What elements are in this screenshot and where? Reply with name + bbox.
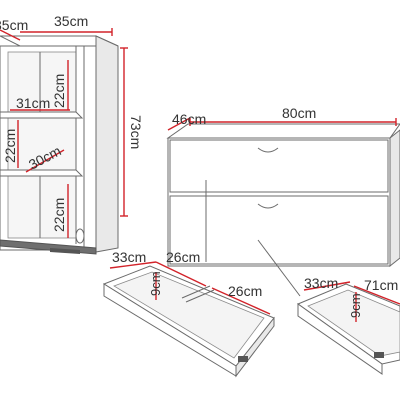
shelf-board-lower <box>0 169 84 177</box>
drawer-left-width-a-label: 26cm <box>166 249 200 265</box>
dim-line-drawer-left-width-b <box>211 287 271 315</box>
dim-line-drawer-right-width <box>353 285 400 305</box>
dim-line-dresser-depth <box>167 117 191 131</box>
drawer-right-height-label: 9cm <box>348 293 363 318</box>
shelf-side-panel <box>95 35 119 253</box>
drawer-left-divider <box>181 285 211 299</box>
dim-line-drawer-left-depth <box>109 261 157 269</box>
drawer-right: 33cm 71cm 9cm <box>296 275 400 375</box>
shelf-door <box>83 45 97 251</box>
dresser-depth-label: 46cm <box>172 111 206 127</box>
drawer-right-handle-icon <box>374 352 384 358</box>
drawer-right-depth-label: 33cm <box>304 275 338 291</box>
dim-line-drawer-left-width-a <box>155 261 207 287</box>
shelf-width-label: 35cm <box>54 13 88 29</box>
drawer-left-handle-icon <box>238 356 248 362</box>
drawer-left-width-b-label: 26cm <box>228 283 262 299</box>
drawer-handle-icon <box>257 147 279 153</box>
dresser-drawer-lower <box>169 195 389 265</box>
leader-line <box>257 239 301 297</box>
door-handle-icon <box>75 228 85 244</box>
drawer-right-floor <box>307 289 400 357</box>
dresser-drawer-upper <box>169 139 389 193</box>
drawer-left-floor <box>113 271 265 359</box>
drawer-left-depth-label: 33cm <box>112 249 146 265</box>
shelf-unit: 35cm 35cm 73cm 31cm 22cm 22cm 30cm 22cm <box>0 13 144 255</box>
dim-line-shelf-depth <box>0 29 21 41</box>
dim-line-drawer-right-depth <box>303 281 351 291</box>
dresser: 46cm 80cm <box>166 105 400 297</box>
shelf-lower-compartment-label: 22cm <box>51 198 67 232</box>
drawer-handle-icon <box>257 203 279 209</box>
dim-line-middle-depth <box>25 149 65 173</box>
drawer-right-front-face <box>297 303 383 375</box>
drawer-left-height-label: 9cm <box>148 271 163 296</box>
shelf-height-label: 73cm <box>128 115 144 149</box>
shelf-upper-compartment-label: 22cm <box>51 74 67 108</box>
shelf-middle-left-label: 22cm <box>2 129 18 163</box>
drawer-right-width-label: 71cm <box>364 277 398 293</box>
dresser-side-panel <box>389 129 400 268</box>
shelf-depth-label: 35cm <box>0 17 28 33</box>
shelf-foot <box>50 248 80 254</box>
drawer-left: 33cm 26cm 26cm 9cm <box>102 249 275 378</box>
drawer-left-divider-edge <box>185 289 215 303</box>
shelf-board-upper <box>0 111 84 119</box>
dresser-width-label: 80cm <box>282 105 316 121</box>
shelf-inner-width-label: 31cm <box>16 95 50 111</box>
